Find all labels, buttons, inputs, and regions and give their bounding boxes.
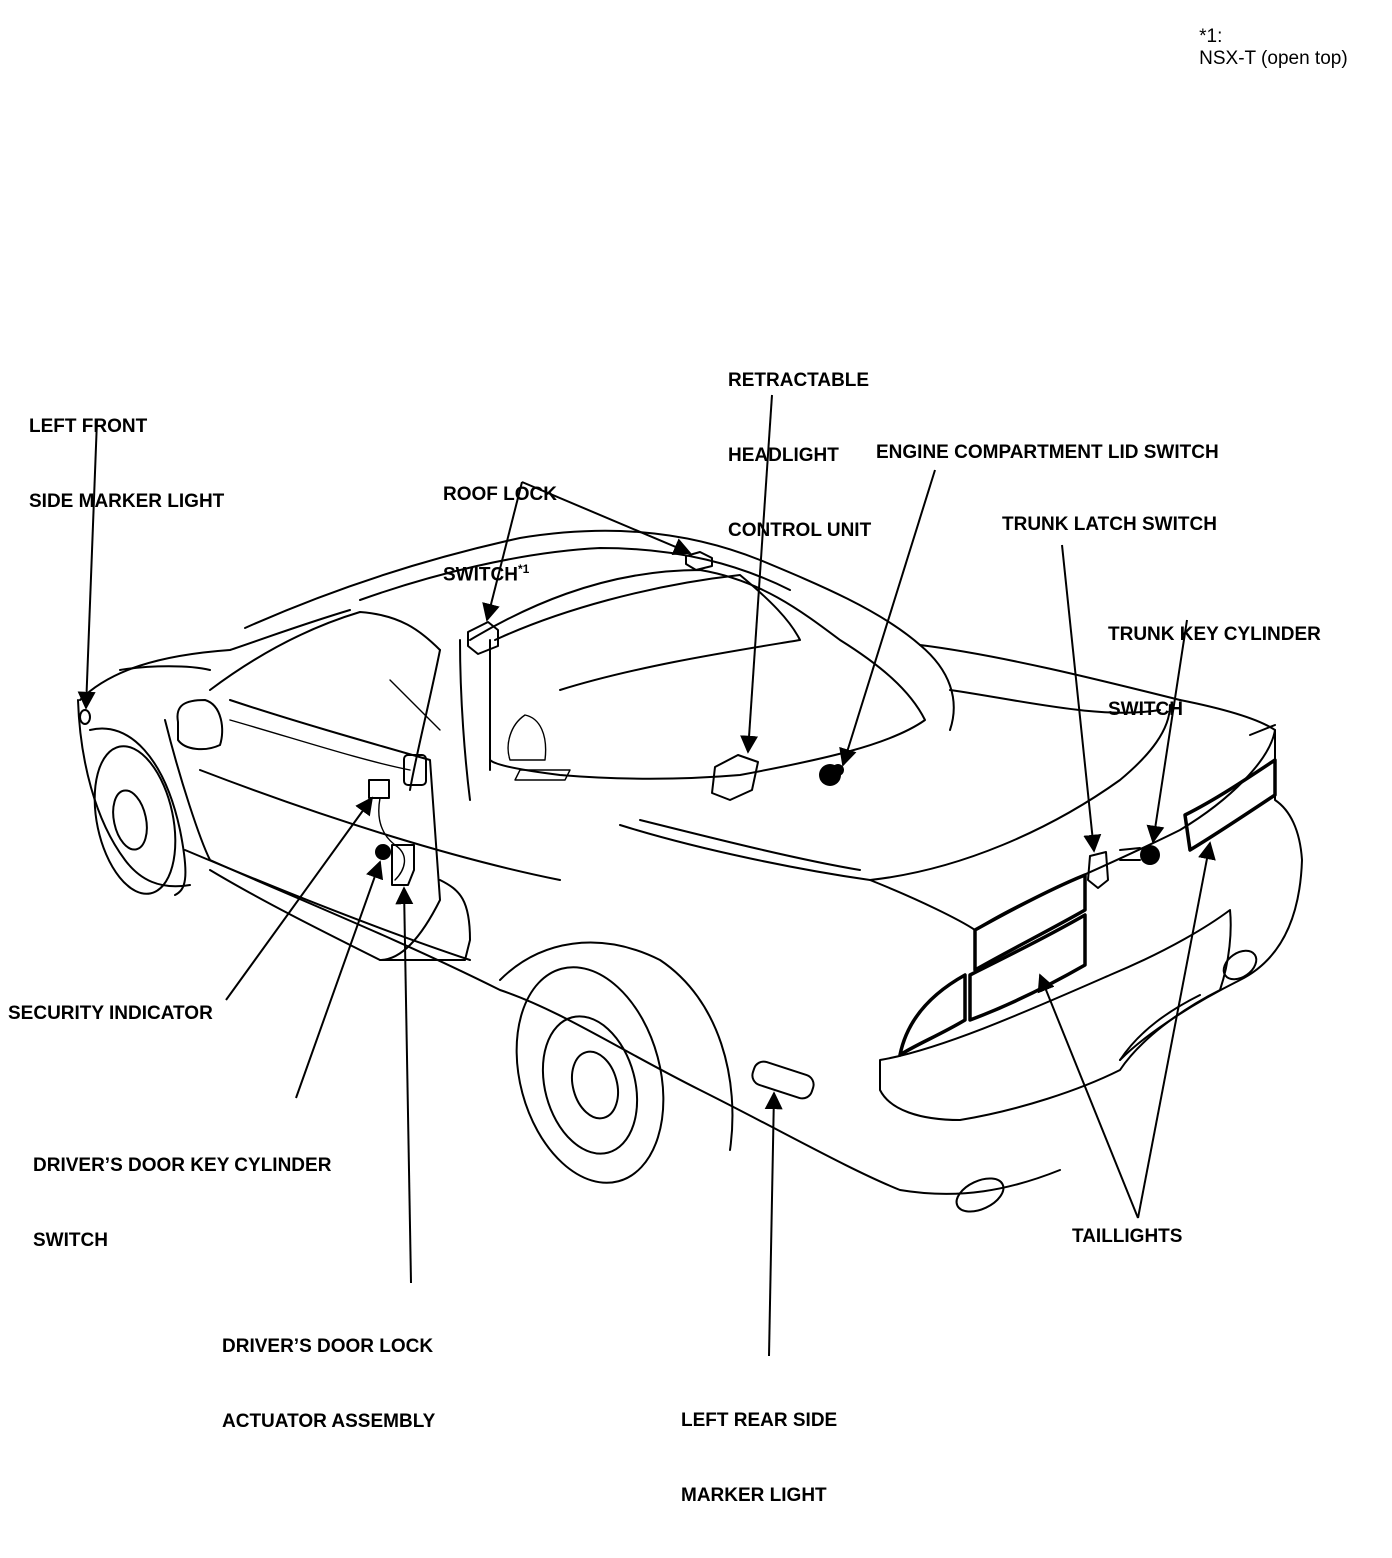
side-mirror: [176, 699, 224, 751]
roof-lock-switch-right: [685, 551, 713, 571]
label-line: RETRACTABLE: [728, 370, 870, 391]
label-security-indicator: SECURITY INDICATOR: [8, 1003, 213, 1024]
leader-trunk-key: [1146, 619, 1188, 844]
label-headlight-control-unit: RETRACTABLE HEADLIGHT CONTROL UNIT: [728, 318, 871, 593]
label-line: SIDE MARKER LIGHT: [29, 491, 225, 512]
label-line: SWITCH: [33, 1230, 108, 1251]
label-trunk-latch-switch: TRUNK LATCH SWITCH: [1002, 514, 1217, 535]
label-line: SWITCH: [1108, 699, 1183, 720]
side-intake: [379, 879, 471, 961]
footnote: *1: NSX-T (open top): [1178, 4, 1348, 92]
footnote-text: NSX-T (open top): [1199, 48, 1348, 69]
security-indicator-part: [368, 779, 390, 799]
label-line: TRUNK KEY CYLINDER: [1108, 624, 1321, 645]
front-side-marker: [79, 709, 91, 725]
roof-lock-switch-left: [467, 621, 499, 655]
taillight-left: [898, 973, 967, 1057]
label-line: DRIVER’S DOOR KEY CYLINDER: [33, 1155, 332, 1176]
headlight-control-unit: [711, 754, 759, 801]
label-line: CONTROL UNIT: [728, 520, 872, 541]
diagram-canvas: *1: NSX-T (open top) LEFT FRONT SIDE MAR…: [8, 4, 1348, 1506]
footnote-ref: *1: [517, 562, 530, 576]
label-line: DRIVER’S DOOR LOCK: [222, 1336, 434, 1357]
car-illustration: [77, 529, 1303, 1213]
leader-headlight-unit: [740, 394, 773, 754]
label-left-front-marker: LEFT FRONT SIDE MARKER LIGHT: [29, 364, 224, 564]
label-line: ROOF LOCK: [443, 484, 557, 505]
door-key-cylinder-part: [375, 844, 391, 860]
trunk-key-cylinder-switch: [1140, 845, 1160, 865]
taillight-center: [968, 913, 1087, 1022]
label-door-key-cylinder-switch: DRIVER’S DOOR KEY CYLINDER SWITCH: [33, 1103, 331, 1303]
leader-lines: [77, 394, 1216, 1357]
front-fender: [79, 609, 351, 701]
rear-wheel: [515, 966, 665, 1184]
taillight-right: [1183, 758, 1277, 852]
a-pillar: [409, 649, 441, 791]
label-line: LEFT REAR SIDE: [681, 1410, 838, 1431]
label-left-rear-marker: LEFT REAR SIDE MARKER LIGHT: [681, 1358, 837, 1558]
leader-taillight-center: [1037, 973, 1139, 1219]
label-line: SWITCH*1: [443, 557, 557, 587]
label-line: MARKER LIGHT: [681, 1485, 827, 1506]
footnote-marker: *1:: [1199, 26, 1223, 47]
label-line-text: SWITCH: [443, 564, 518, 586]
leader-left-rear-marker: [764, 1091, 783, 1357]
windshield-frame: [209, 611, 441, 691]
car-roof-inner: [359, 547, 791, 601]
leader-roof-lock-left: [482, 481, 523, 622]
leader-trunk-latch: [1061, 544, 1102, 853]
label-taillights: TAILLIGHTS: [1072, 1226, 1183, 1247]
label-line: LEFT FRONT: [29, 416, 148, 437]
front-wheel: [93, 745, 177, 895]
door-lock-actuator-part: [391, 844, 415, 886]
label-line: HEADLIGHT: [728, 445, 839, 466]
rear-glass: [469, 569, 926, 780]
label-engine-lid-switch: ENGINE COMPARTMENT LID SWITCH: [876, 442, 1219, 463]
rear-bumper: [879, 909, 1232, 1121]
leader-taillight-right: [1137, 841, 1216, 1219]
trunk-latch-switch: [1087, 851, 1109, 889]
exhaust-left: [955, 1177, 1005, 1213]
leader-door-key-cylinder: [295, 860, 384, 1099]
taillight-upper: [973, 873, 1087, 972]
leader-security-indicator: [225, 796, 374, 1001]
door-outline: [209, 699, 441, 961]
leader-door-lock-actuator: [395, 886, 414, 1284]
label-door-lock-actuator: DRIVER’S DOOR LOCK ACTUATOR ASSEMBLY: [222, 1284, 435, 1484]
label-line: ACTUATOR ASSEMBLY: [222, 1411, 436, 1432]
label-trunk-key-cylinder-switch: TRUNK KEY CYLINDER SWITCH: [1108, 572, 1321, 772]
leader-left-front-marker: [77, 419, 98, 710]
leader-engine-lid: [839, 469, 936, 767]
engine-lid: [619, 704, 1171, 881]
leader-roof-lock-right: [521, 481, 692, 555]
car-roof-outline: [244, 529, 955, 731]
label-roof-lock-switch: ROOF LOCK SWITCH*1: [443, 432, 557, 637]
